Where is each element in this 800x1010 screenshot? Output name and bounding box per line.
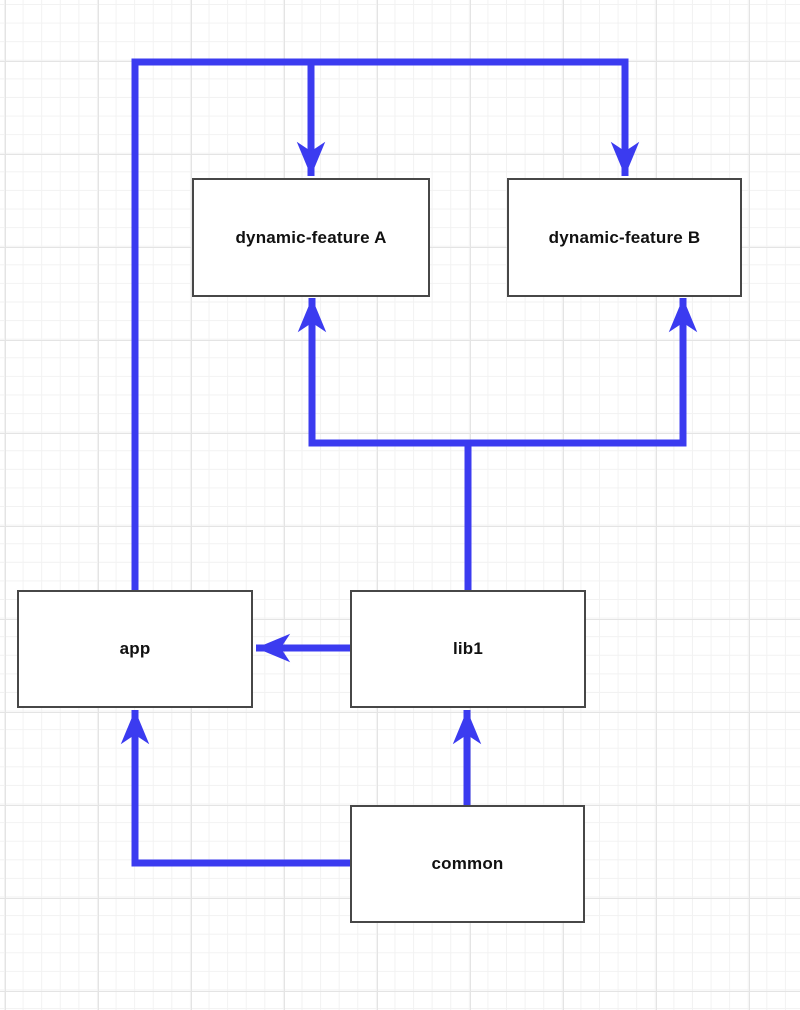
node-common-label: common xyxy=(431,854,504,873)
node-app-label: app xyxy=(119,639,151,658)
node-lib1-label: lib1 xyxy=(452,639,484,658)
edge-lib1-to-dynamic-feature-a xyxy=(297,298,468,447)
edge-app-to-dynamic-feature-b xyxy=(311,58,640,176)
node-dynamic-feature-a-label: dynamic-feature A xyxy=(235,227,387,247)
edge-common-to-app xyxy=(120,710,350,867)
node-common: common xyxy=(350,805,585,923)
node-dynamic-feature-a: dynamic-feature A xyxy=(192,178,430,297)
edge-app-to-dynamic-feature-a xyxy=(131,58,326,590)
edge-lib1-to-dynamic-feature-b xyxy=(468,298,698,447)
node-dynamic-feature-b-label: dynamic-feature B xyxy=(548,227,701,247)
node-app: app xyxy=(17,590,253,708)
node-lib1: lib1 xyxy=(350,590,586,708)
node-dynamic-feature-b: dynamic-feature B xyxy=(507,178,742,297)
